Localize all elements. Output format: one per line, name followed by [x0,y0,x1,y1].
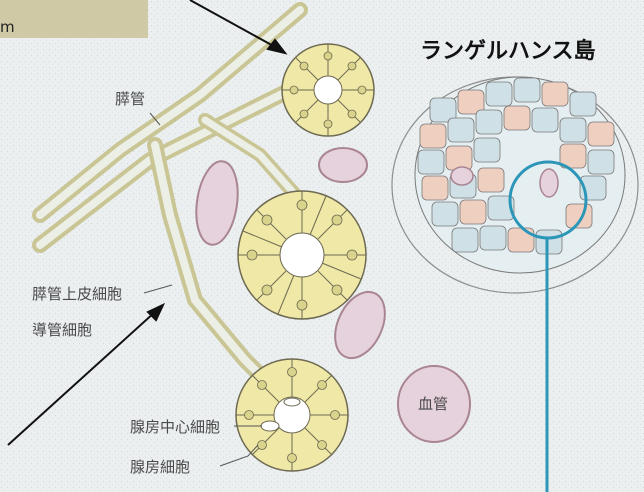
label-acinar: 腺房細胞 [130,458,190,476]
islet-title: ランゲルハンス島 [420,38,596,64]
label-duct-epithelial: 膵管上皮細胞 [32,285,122,303]
label-centroacinar: 腺房中心細胞 [130,418,220,436]
acinus-top [282,44,374,136]
vessel-top [319,148,367,182]
acinus-middle [238,191,366,319]
label-duct: 膵管 [115,90,145,108]
label-vessel: 血管 [418,395,448,413]
label-ductal-cell: 導管細胞 [32,321,92,339]
acinus-bottom [236,359,348,471]
